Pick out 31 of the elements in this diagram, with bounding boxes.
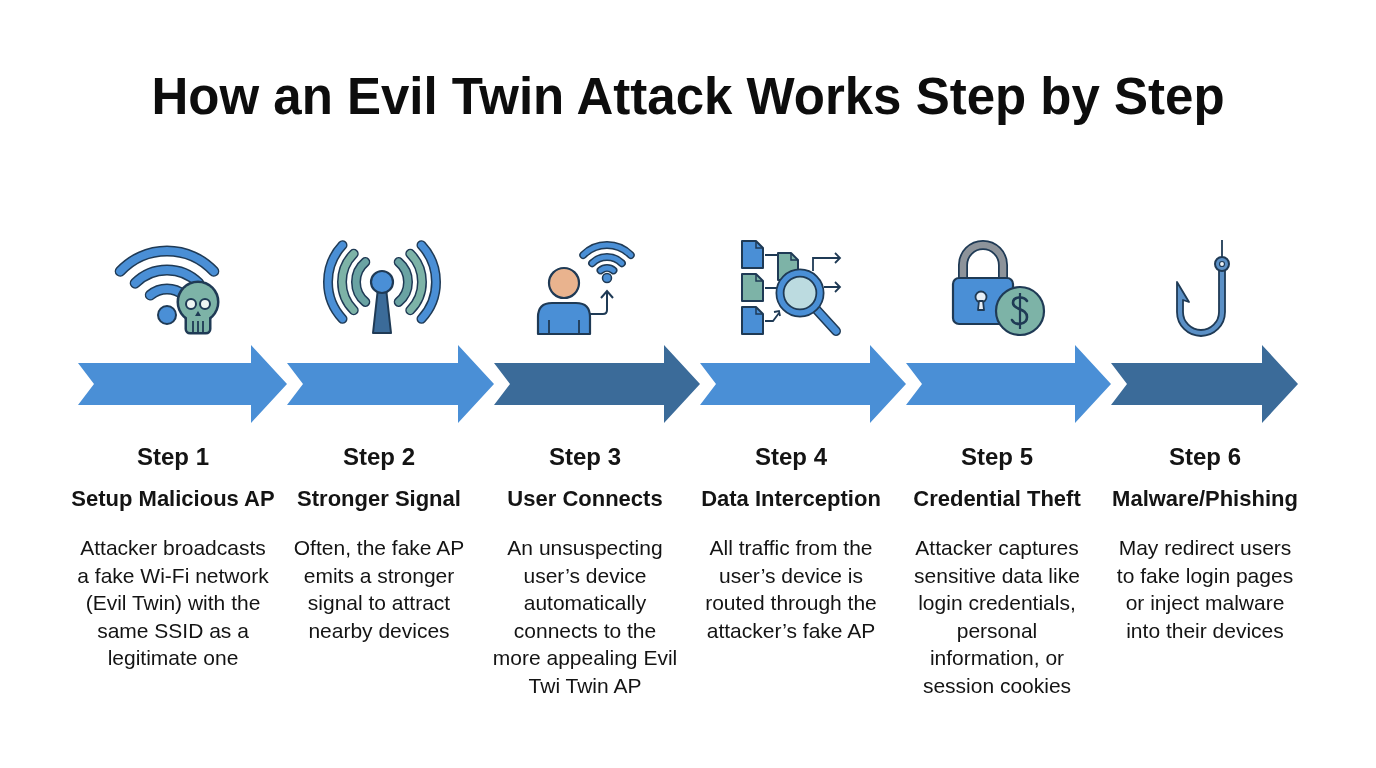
block-arrow: [644, 345, 700, 423]
step-description: May redirect users to fake login pages or inject malware into their devices: [1115, 535, 1295, 644]
block-arrow: [438, 345, 494, 423]
step-title: Setup Malicious AP: [71, 486, 275, 512]
step-description: Attacker broadcasts a fake Wi-Fi network (Evil Twin) with the same SSID as a legitimate one: [76, 535, 270, 671]
block-arrow: [850, 345, 906, 423]
step-description: Attacker captures sensitive data like login credentials, personal information, or session cookies: [913, 535, 1081, 699]
step-title: Credential Theft: [913, 486, 1081, 512]
block-arrow: [1055, 345, 1111, 423]
band-segment: [287, 363, 438, 405]
step-label: Step 4: [755, 442, 827, 471]
block-arrow: [1242, 345, 1298, 423]
step-label: Step 5: [961, 442, 1033, 471]
step-label: Step 1: [137, 442, 209, 471]
step-description: All traffic from the user’s device is routed through the attacker’s fake AP: [704, 535, 878, 644]
step-label: Step 2: [343, 442, 415, 471]
step-label: Step 6: [1169, 442, 1241, 471]
step-label: Step 3: [549, 442, 621, 471]
band-segment: [1111, 363, 1242, 405]
step-title: User Connects: [507, 486, 663, 512]
step-title: Malware/Phishing: [1112, 486, 1298, 512]
band-segment: [78, 363, 231, 405]
band-segment: [906, 363, 1055, 405]
band-segment: [494, 363, 644, 405]
step-title: Stronger Signal: [297, 486, 461, 512]
step-title: Data Interception: [701, 486, 881, 512]
step-description: Often, the fake AP emits a stronger signal to attract nearby devices: [292, 535, 466, 644]
page-title: How an Evil Twin Attack Works Step by Step: [151, 67, 1225, 127]
band-segment: [700, 363, 850, 405]
block-arrow: [231, 345, 287, 423]
step-description: An unsuspecting user’s device automatically connects to the more appealing Evil Twi Twin AP: [491, 535, 679, 699]
